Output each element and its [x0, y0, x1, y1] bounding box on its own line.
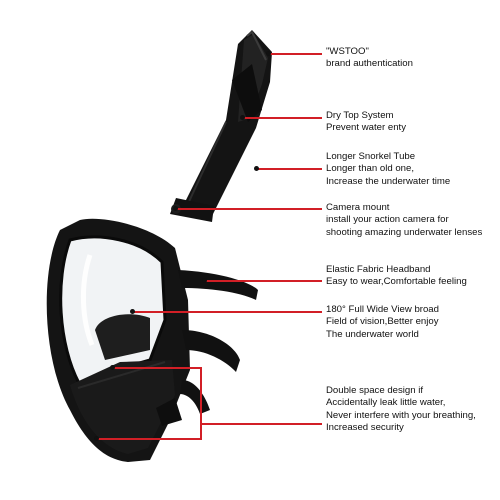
leader-camera: [177, 208, 322, 210]
leader-dot-dry-top: [240, 115, 245, 120]
leader-view: [134, 311, 322, 313]
callout-view-line1: 180° Full Wide View broad: [326, 304, 439, 315]
leader-dot-space-b: [94, 436, 99, 441]
dry-top-valve: [232, 64, 262, 122]
callout-brand-line1: "WSTOO": [326, 46, 369, 57]
leader-space-bottom: [98, 438, 202, 440]
leader-dot-headband: [202, 278, 207, 283]
callout-view-line2: Field of vision,Better enjoy: [326, 316, 439, 328]
callout-camera-line1: Camera mount: [326, 202, 390, 213]
leader-dry-top: [244, 117, 322, 119]
leader-space-vert-a: [200, 367, 202, 425]
callout-brand: "WSTOO" brand authentication: [326, 46, 413, 71]
callout-headband-line1: Elastic Fabric Headband: [326, 264, 431, 275]
headband-lower: [182, 330, 240, 372]
callout-space: Double space design if Accidentally leak…: [326, 385, 476, 435]
callout-snorkel: Longer Snorkel Tube Longer than old one,…: [326, 151, 450, 188]
leader-snorkel: [258, 168, 322, 170]
callout-headband-line2: Easy to wear,Comfortable feeling: [326, 276, 467, 288]
callout-camera: Camera mount install your action camera …: [326, 202, 482, 239]
leader-space-mid: [200, 423, 322, 425]
leader-brand: [270, 53, 322, 55]
callout-snorkel-line2: Longer than old one,: [326, 163, 415, 175]
leader-headband: [206, 280, 322, 282]
leader-dot-view: [130, 309, 135, 314]
callout-camera-line2: install your action camera for: [326, 214, 449, 226]
callout-dry-top: Dry Top System Prevent water enty: [326, 110, 406, 135]
leader-dot-space-a: [110, 365, 115, 370]
callout-camera-line3: shooting amazing underwater lenses: [326, 226, 483, 238]
leader-space-top: [114, 367, 202, 369]
leader-dot-snorkel: [254, 166, 259, 171]
callout-brand-line2: brand authentication: [326, 58, 413, 70]
camera-mount: [170, 198, 214, 222]
leader-space-vert-b: [200, 423, 202, 440]
callout-space-line4: Increased security: [326, 422, 404, 434]
callout-space-line3: Never interfere with your breathing,: [326, 409, 476, 421]
callout-headband: Elastic Fabric Headband Easy to wear,Com…: [326, 264, 467, 289]
headband-upper: [178, 270, 258, 300]
callout-snorkel-line3: Increase the underwater time: [326, 175, 451, 187]
callout-dry-top-line1: Dry Top System: [326, 110, 394, 121]
callout-space-line2: Accidentally leak little water,: [326, 397, 446, 409]
callout-snorkel-line1: Longer Snorkel Tube: [326, 151, 416, 162]
callout-space-line1: Double space design if: [326, 385, 424, 396]
callout-view: 180° Full Wide View broad Field of visio…: [326, 304, 439, 341]
leader-dot-camera: [173, 206, 178, 211]
callout-dry-top-line2: Prevent water enty: [326, 122, 406, 134]
leader-dot-brand: [266, 51, 271, 56]
callout-view-line3: The underwater world: [326, 328, 419, 340]
